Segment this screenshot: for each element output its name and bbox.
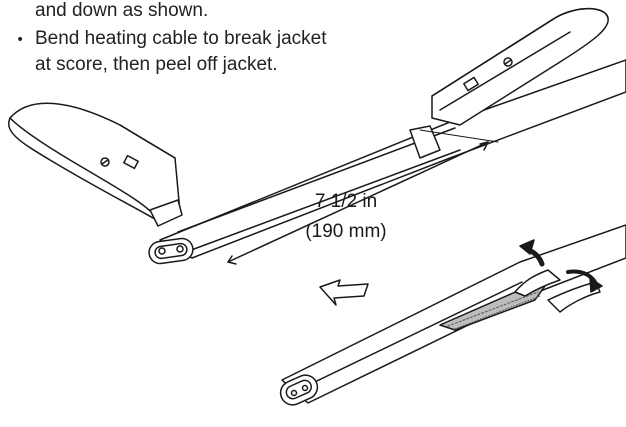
peel-up-arrow-icon <box>519 239 545 267</box>
peeled-cable-end-oval <box>279 374 319 406</box>
instruction-line-continued: and down as shown. <box>35 0 209 21</box>
left-jaw-screw-icon <box>100 157 110 167</box>
dimension-imperial-label: 7 1/2 in <box>314 191 378 212</box>
left-jaw <box>8 102 183 227</box>
dimension-line <box>227 129 499 265</box>
cable-end-oval <box>148 237 194 265</box>
direction-arrow-icon <box>319 279 369 306</box>
peel-down-arrow-icon <box>566 269 603 293</box>
braid-strip <box>439 285 546 331</box>
dimension-metric-label: (190 mm) <box>305 221 387 242</box>
bullet-marker: • <box>16 32 25 48</box>
peeled-cable <box>279 224 626 406</box>
scored-cable <box>148 59 626 265</box>
right-jaw-screw-icon <box>503 57 513 67</box>
instruction-bullet-line-2: at score, then peel off jacket. <box>35 54 278 75</box>
right-jaw <box>431 7 609 126</box>
instruction-bullet-line-1: Bend heating cable to break jacket <box>35 28 327 49</box>
